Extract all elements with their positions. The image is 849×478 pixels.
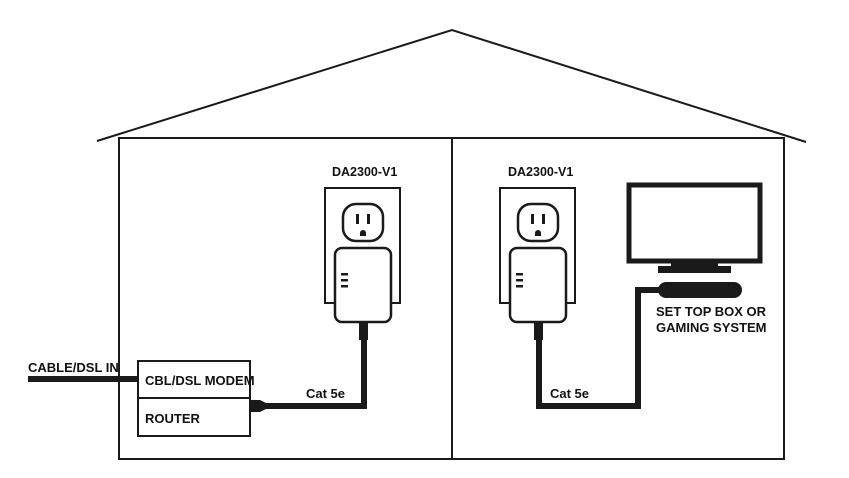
cable-left-label: Cat 5e [306,386,345,401]
modem-label: CBL/DSL MODEM [145,373,255,388]
cable-left-line [262,338,367,409]
cable-right-line [536,287,660,409]
ethernet-plug-icon [359,322,368,340]
ethernet-plug-icon [534,322,543,340]
stb-label-line1: SET TOP BOX OR [656,304,767,319]
powerline-adapter-icon [333,246,393,324]
set-top-box-icon [658,282,742,298]
router-plug [250,400,266,412]
house-outline [96,28,807,460]
router-box [137,397,251,437]
router-label: ROUTER [145,411,201,426]
adapter-right-label: DA2300-V1 [508,165,573,179]
cable-in-label: CABLE/DSL IN [28,360,119,375]
tv-icon [626,182,763,273]
powerline-adapter-icon [508,246,568,324]
adapter-left-label: DA2300-V1 [332,165,397,179]
stb-label-line2: GAMING SYSTEM [656,320,767,335]
modem-router-box [137,360,251,437]
cable-right-label: Cat 5e [550,386,589,401]
roof [96,28,807,143]
